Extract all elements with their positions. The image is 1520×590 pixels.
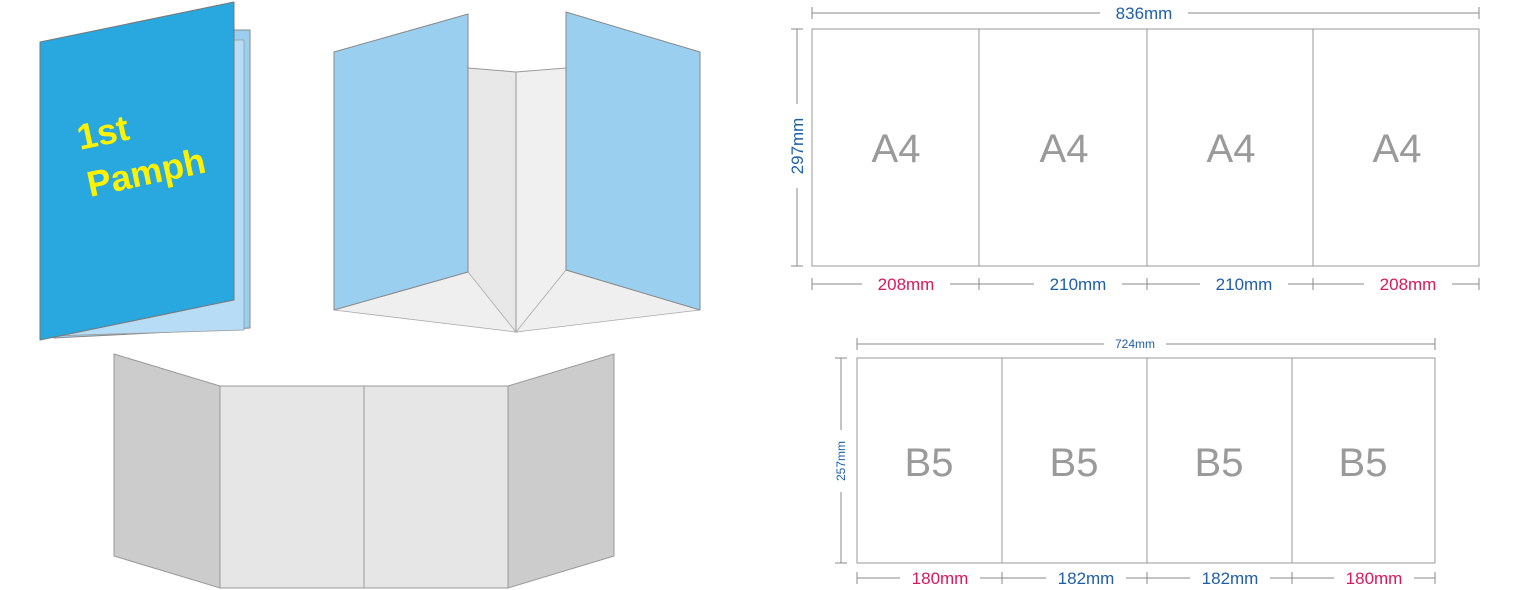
a4-panel-label: A4 — [872, 127, 921, 171]
right-flap — [565, 11, 701, 311]
front-cover — [39, 1, 235, 341]
b5-panel — [1146, 357, 1293, 564]
a4-panel-label: A4 — [1207, 127, 1256, 171]
b5-panel-width: 180mm — [912, 569, 969, 588]
a4-panel-label: A4 — [1373, 127, 1422, 171]
b5-panel-label: B5 — [905, 441, 954, 485]
b5-panel-label: B5 — [1195, 441, 1244, 485]
b5-flat-layout: 724mm 257mm B5 B5 B5 B5 180mm 182mm 182m… — [834, 337, 1436, 588]
a4-panel — [1146, 28, 1314, 267]
a4-panel-width: 208mm — [878, 275, 935, 294]
a4-panel — [811, 28, 980, 267]
a4-panel — [1312, 28, 1480, 267]
b5-panel-width: 182mm — [1058, 569, 1115, 588]
a4-total-width: 836mm — [1116, 4, 1173, 23]
a4-flat-layout: 836mm 297mm A4 A4 A4 A4 208mm 210mm 210m… — [788, 4, 1480, 294]
open-center-right-panel — [363, 385, 509, 589]
half-open-pamphlet-illustration — [333, 11, 701, 333]
open-far-left-panel — [113, 353, 221, 589]
open-pamphlet-illustration — [113, 353, 615, 589]
b5-panel — [1291, 357, 1436, 564]
a4-height: 297mm — [788, 118, 807, 175]
a4-panel-width: 210mm — [1050, 275, 1107, 294]
b5-panel-label: B5 — [1050, 441, 1099, 485]
b5-panel-label: B5 — [1339, 441, 1388, 485]
b5-total-width: 724mm — [1115, 337, 1155, 351]
a4-panel-width: 208mm — [1380, 275, 1437, 294]
left-flap — [333, 13, 469, 311]
open-center-left-panel — [219, 385, 365, 589]
b5-panel — [856, 357, 1003, 564]
open-far-right-panel — [507, 353, 615, 589]
b5-panel-width: 180mm — [1346, 569, 1403, 588]
a4-panel — [978, 28, 1148, 267]
closed-pamphlet-illustration: 1st Pamph — [39, 1, 251, 341]
b5-height: 257mm — [834, 441, 848, 481]
a4-panel-label: A4 — [1040, 127, 1089, 171]
b5-panel — [1001, 357, 1148, 564]
b5-panel-width: 182mm — [1202, 569, 1259, 588]
a4-panel-width: 210mm — [1216, 275, 1273, 294]
